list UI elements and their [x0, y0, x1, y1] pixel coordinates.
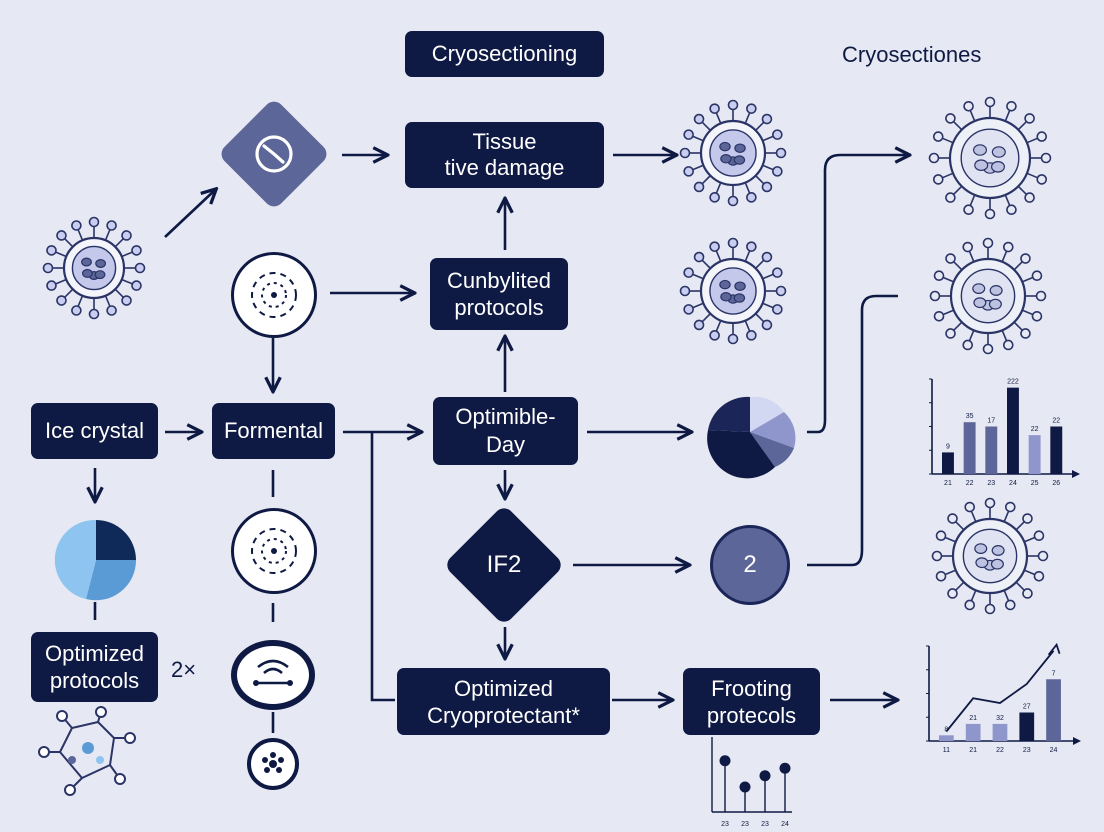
data-label: 35: [966, 413, 974, 420]
data-label: 8: [944, 726, 948, 733]
bar: [985, 426, 998, 474]
point: [719, 755, 731, 767]
title-box: Cryosectioning: [405, 31, 604, 77]
wifi-transfer-icon: [231, 640, 315, 710]
data-label: 7: [1052, 670, 1056, 677]
node-ice-crystal[interactable]: Ice crystal: [31, 403, 158, 459]
title-right: Cryosectiones: [842, 42, 982, 67]
tick-label: 21: [944, 480, 952, 487]
bar: [963, 422, 976, 474]
tick-label: 24: [781, 821, 789, 828]
tick-label: 24: [1050, 747, 1058, 754]
data-label: 27: [1023, 704, 1031, 711]
tick-label: 23: [741, 821, 749, 828]
data-label: 21: [969, 715, 977, 722]
data-label: 22: [1052, 418, 1060, 425]
bar-chart: 9 21 35 22 17 23 222 24 22 25 22 26: [929, 378, 1080, 487]
point: [759, 770, 771, 782]
node-tissue-damage[interactable]: Tissue tive damage: [405, 122, 604, 188]
cell-icon: [929, 237, 1047, 355]
bar: [1019, 712, 1035, 741]
circle-number-node[interactable]: 2: [710, 525, 790, 605]
tick-label: 23: [1023, 747, 1031, 754]
if2-diamond[interactable]: IF2: [443, 504, 565, 626]
data-label: 222: [1007, 379, 1019, 386]
molecule-icon: [38, 706, 136, 796]
node-optimized-cryoprotectant[interactable]: Optimized Cryoprotectant*: [397, 668, 610, 735]
cell-icon: [679, 237, 787, 345]
lollipop-chart: 23 23 23 24: [711, 737, 792, 828]
tick-label: 26: [1052, 480, 1060, 487]
tick-label: 11: [943, 747, 950, 754]
cell-icon: [679, 99, 787, 207]
bar: [1028, 435, 1041, 474]
point: [779, 762, 791, 774]
trend-line: [945, 650, 1055, 733]
tick-label: 22: [996, 747, 1004, 754]
tick-label: 25: [1031, 480, 1039, 487]
tick-label: 23: [987, 480, 995, 487]
tick-label: 23: [721, 821, 729, 828]
bar: [1007, 387, 1019, 474]
cell-icon: [931, 497, 1049, 615]
multiplier-label: 2×: [171, 657, 197, 682]
bar-chart: 8 11 21 21 32 22 27 23 7 24: [926, 642, 1081, 754]
cell-icon: [42, 216, 146, 320]
node-cunbylited[interactable]: Cunbylited protocols: [430, 258, 568, 330]
bar: [992, 723, 1008, 741]
bar: [965, 723, 981, 741]
data-label: 32: [996, 715, 1004, 722]
node-formental[interactable]: Formental: [212, 403, 335, 459]
tick-label: 22: [966, 480, 974, 487]
tick-label: 23: [761, 821, 769, 828]
node-optimized-protocols[interactable]: Optimized protocols: [31, 632, 158, 702]
connectors: [95, 155, 908, 733]
bar: [1050, 426, 1063, 474]
node-frooting[interactable]: Frooting protecols: [683, 668, 820, 735]
data-label: 9: [946, 443, 950, 450]
tick-label: 24: [1009, 480, 1017, 487]
node-optimible-day[interactable]: Optimible- Day: [433, 397, 578, 465]
data-label: 22: [1031, 426, 1039, 433]
bar: [942, 452, 954, 474]
tick-label: 21: [969, 747, 977, 754]
pie-icon: [707, 396, 796, 479]
data-label: 17: [987, 418, 995, 425]
cell-icon: [928, 96, 1052, 220]
organelle-icon: [231, 508, 317, 594]
clock-icon: [255, 135, 293, 173]
clock-diamond[interactable]: [217, 97, 331, 211]
bar: [939, 735, 954, 741]
point: [739, 781, 751, 793]
flower-dots-icon: [247, 738, 299, 790]
bar: [1046, 679, 1061, 741]
pie-icon: [54, 519, 137, 601]
organelle-icon: [231, 252, 317, 338]
